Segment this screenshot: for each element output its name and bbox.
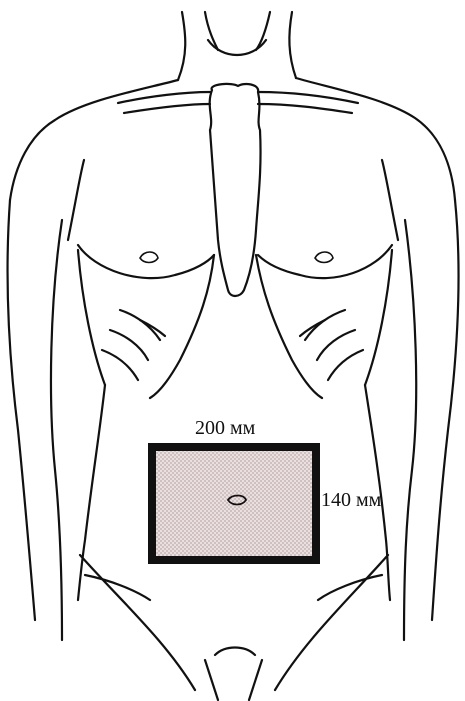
right-flank-line [365,250,392,385]
right-axilla-line [382,160,398,240]
neck-left-outline [178,12,185,80]
left-costal-margin [150,255,214,398]
pubic-left-line [205,660,218,700]
right-groin-line [275,555,388,690]
right-nipple [315,252,333,263]
width-dimension-label: 200 мм [195,418,255,438]
left-shoulder-outline [10,80,178,200]
neck-right-outline [289,12,296,78]
left-rib-stroke-4 [140,320,165,336]
left-groin-line [80,555,195,690]
pubic-curve [215,648,255,656]
right-rib-stroke-3 [328,350,363,380]
right-arm-outer [432,200,459,620]
left-rib-stroke-1 [120,310,160,340]
left-rib-stroke-3 [102,350,138,380]
left-arm-outer [8,200,35,620]
height-dimension-label: 140 мм [321,490,381,510]
left-clavicle [118,92,210,103]
right-rib-stroke-2 [317,330,355,360]
right-clavicle [258,92,358,103]
right-arm-inner [404,220,416,640]
left-clavicle-lower [124,104,210,113]
left-arm-inner [51,220,62,640]
right-rib-stroke-1 [305,310,345,340]
right-pectoral-outline [258,245,392,278]
left-flank-line [78,250,105,385]
right-rib-stroke-4 [300,320,325,336]
pubic-right-line [249,660,262,700]
left-nipple [140,252,158,263]
right-clavicle-lower [258,104,352,113]
sternum-outline [210,84,261,296]
left-axilla-line [68,160,84,240]
